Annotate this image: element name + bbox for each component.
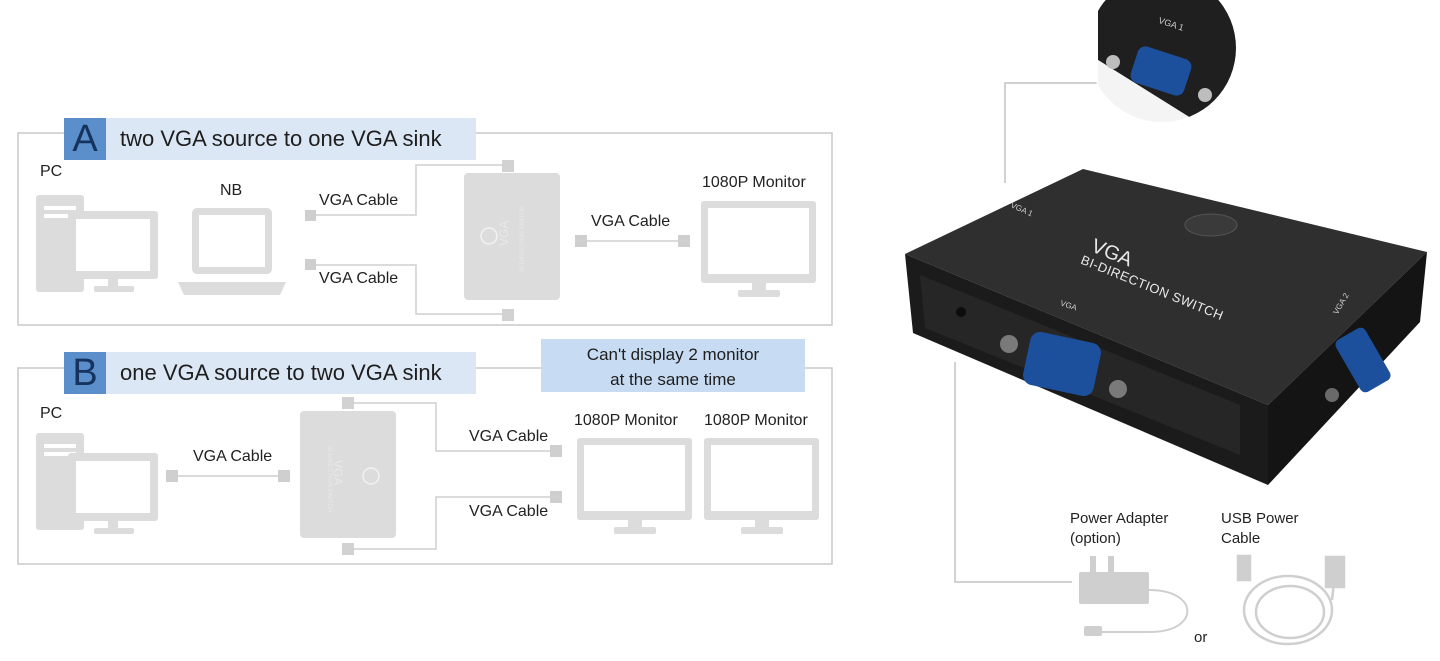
cable-b1-label: VGA Cable <box>193 448 273 465</box>
or-label: or <box>1194 629 1208 646</box>
pc-a-icon <box>36 195 158 292</box>
switch-b-icon <box>300 397 396 555</box>
note-box: Can't display 2 monitor at the same time <box>541 339 805 392</box>
cable-b-plugs <box>166 445 562 503</box>
switch-button-icon <box>1184 213 1238 237</box>
vga1-zoom-view <box>1088 0 1236 122</box>
monitor-b2-label: 1080P Monitor <box>704 412 808 429</box>
section-b-tag: B <box>64 352 106 394</box>
cables-b <box>176 402 550 550</box>
power-adapter-label-line-1: Power Adapter <box>1070 510 1169 527</box>
switch-a-subtitle: BI-DIRECTION SWITCH <box>520 206 526 272</box>
pc-a-label: PC <box>40 163 63 180</box>
usb-cable-label: USB Power Cable <box>1221 509 1299 549</box>
switch-a-brand: VGA <box>497 220 511 246</box>
cable-a3-label: VGA Cable <box>591 213 671 230</box>
switch-a-icon <box>464 160 560 321</box>
section-a-tag: A <box>64 118 106 160</box>
monitor-b1-label: 1080P Monitor <box>574 412 678 429</box>
usb-cable-icon <box>1236 554 1346 646</box>
usb-cable-label-line-1: USB Power <box>1221 510 1299 527</box>
monitor-b1-icon <box>577 438 692 534</box>
pc-b-icon <box>36 433 158 534</box>
cable-a2-label: VGA Cable <box>319 270 399 287</box>
cable-a-plugs <box>305 210 690 270</box>
usb-cable-label-line-2: Cable <box>1221 530 1261 547</box>
notebook-icon <box>178 208 286 295</box>
monitor-a-label: 1080P Monitor <box>702 174 806 191</box>
callout-lines <box>954 82 1102 583</box>
switch-b-subtitle: BI-DIRECTION SWITCH <box>326 446 332 512</box>
note-line-2: at the same time <box>610 370 736 389</box>
nb-label: NB <box>220 182 243 199</box>
cable-a1-label: VGA Cable <box>319 192 399 209</box>
vga-switch-device <box>905 169 1427 485</box>
switch-b-brand: VGA <box>331 460 345 486</box>
monitor-b2-icon <box>704 438 819 534</box>
power-adapter-icon <box>1079 556 1189 636</box>
monitor-a-icon <box>701 201 816 297</box>
note-line-1: Can't display 2 monitor <box>586 345 760 364</box>
power-adapter-label-line-2: (option) <box>1070 530 1121 547</box>
cable-b3-label: VGA Cable <box>469 503 549 520</box>
power-adapter-label: Power Adapter (option) <box>1070 509 1168 549</box>
section-a-title: two VGA source to one VGA sink <box>106 118 476 160</box>
section-b-title: one VGA source to two VGA sink <box>106 352 476 394</box>
cables-a <box>313 164 678 315</box>
cable-b2-label: VGA Cable <box>469 428 549 445</box>
pc-b-label: PC <box>40 405 63 422</box>
